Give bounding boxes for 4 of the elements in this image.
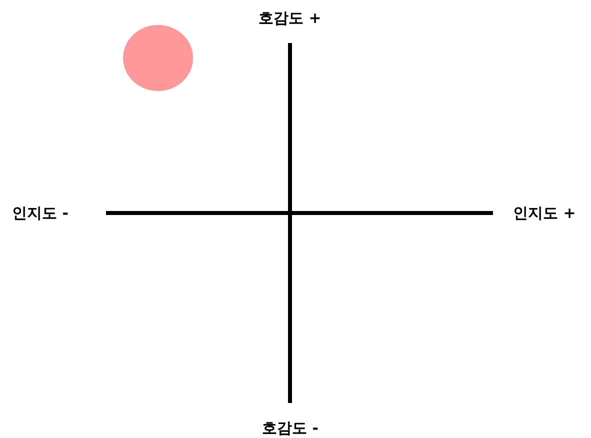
axis-label: 인지도 -	[12, 204, 68, 222]
axis-label: 호감도 -	[262, 419, 318, 437]
axis-label: 호감도 +	[258, 9, 322, 27]
axis-label: 인지도 +	[513, 204, 576, 222]
